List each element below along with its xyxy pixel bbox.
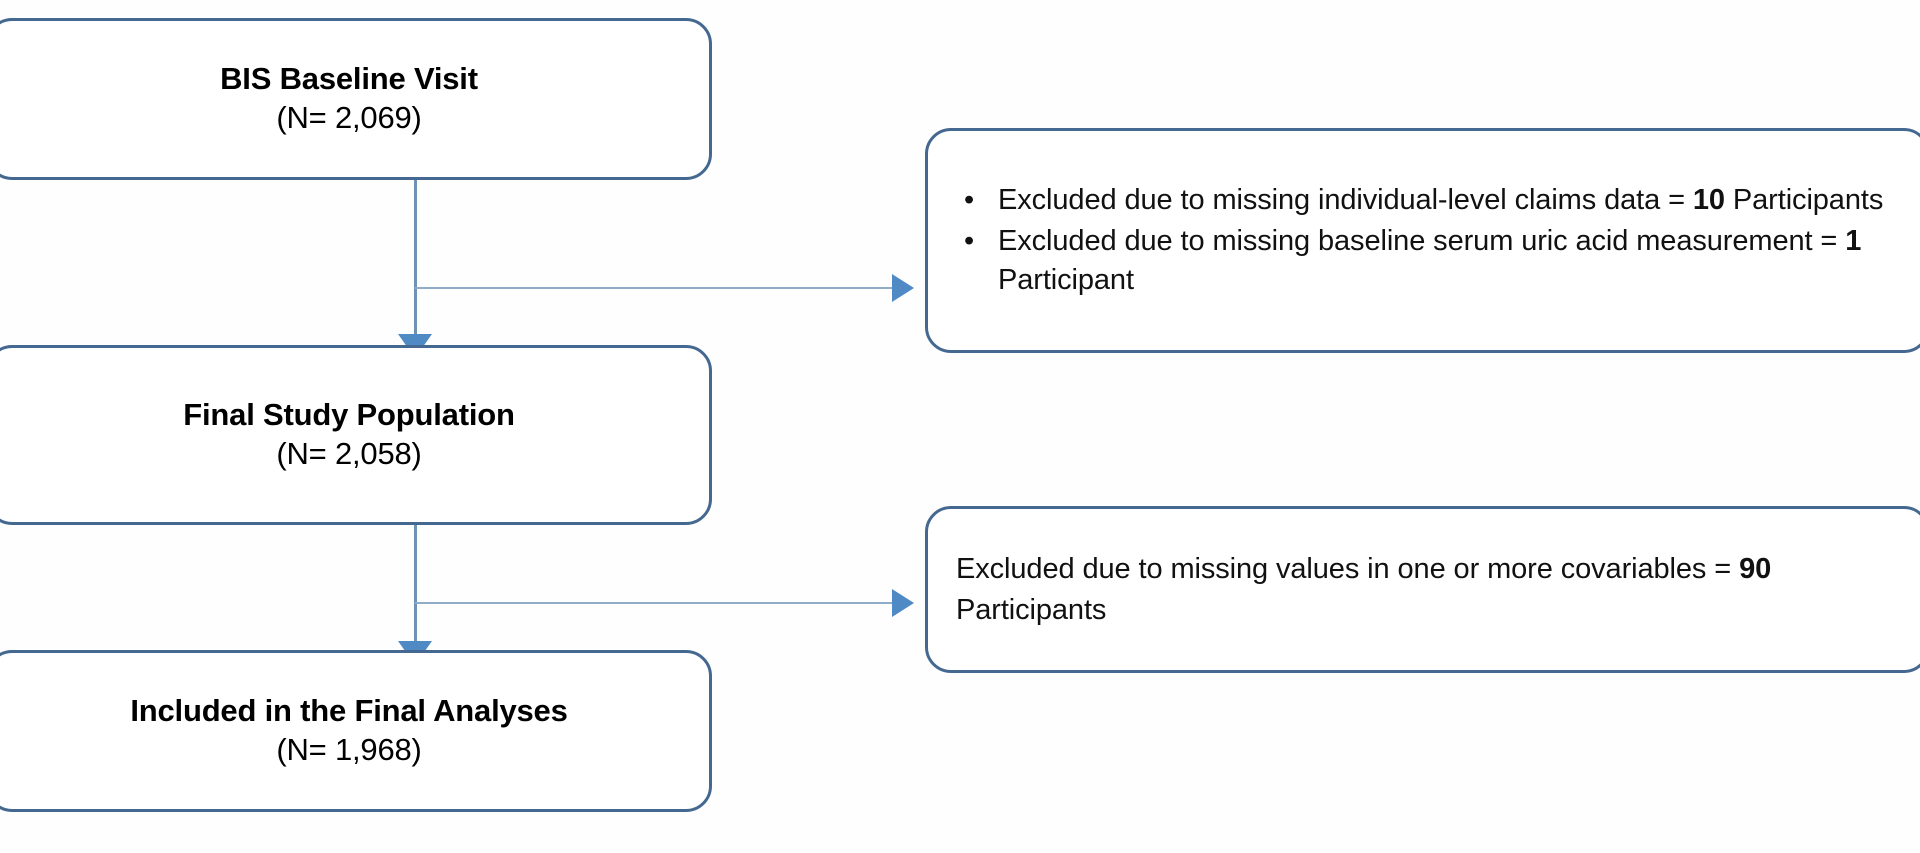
exclusion-text-suffix: Participant [998, 263, 1134, 296]
box-included-final-analyses-count: (N= 1,968) [276, 731, 422, 767]
arrow-right-1 [892, 274, 914, 302]
box-final-study-population-title: Final Study Population [183, 397, 515, 433]
bullet-icon: • [964, 184, 975, 217]
exclusion-text-suffix: Participants [1724, 184, 1884, 217]
bullet-icon: • [964, 225, 975, 258]
exclusion-item: • Excluded due to missing baseline serum … [958, 222, 1901, 300]
box-included-final-analyses-title: Included in the Final Analyses [130, 693, 568, 729]
box-bis-baseline-visit: BIS Baseline Visit (N= 2,069) [0, 18, 712, 180]
exclusions-first-list: • Excluded due to missing individual-leve… [928, 181, 1920, 300]
exclusion-count-value: 1 [1845, 225, 1862, 258]
box-final-study-population: Final Study Population (N= 2,058) [0, 345, 712, 525]
box-final-study-population-count: (N= 2,058) [276, 435, 422, 471]
exclusion-count-value: 90 [1739, 552, 1772, 585]
exclusion-text-prefix: Excluded due to missing values in one or… [956, 552, 1740, 585]
box-bis-baseline-visit-title: BIS Baseline Visit [220, 61, 478, 97]
box-exclusions-second: Excluded due to missing values in one or… [925, 506, 1920, 673]
connector-vertical-1 [414, 176, 417, 344]
box-bis-baseline-visit-count: (N= 2,069) [276, 99, 422, 135]
connector-vertical-2 [414, 523, 417, 675]
exclusion-text-prefix: Excluded due to missing individual-level… [998, 184, 1693, 217]
exclusion-text-prefix: Excluded due to missing baseline serum u… [998, 225, 1846, 258]
box-included-final-analyses: Included in the Final Analyses (N= 1,968… [0, 650, 712, 812]
exclusion-count-value: 10 [1692, 184, 1725, 217]
exclusion-text-suffix: Participants [956, 593, 1107, 626]
exclusion-item: • Excluded due to missing individual-leve… [958, 181, 1901, 220]
arrow-right-2 [892, 589, 914, 617]
box-exclusions-first: • Excluded due to missing individual-leve… [925, 128, 1920, 353]
connector-branch-1 [415, 287, 892, 289]
exclusions-second-text: Excluded due to missing values in one or… [928, 549, 1920, 630]
connector-branch-2 [415, 602, 892, 604]
